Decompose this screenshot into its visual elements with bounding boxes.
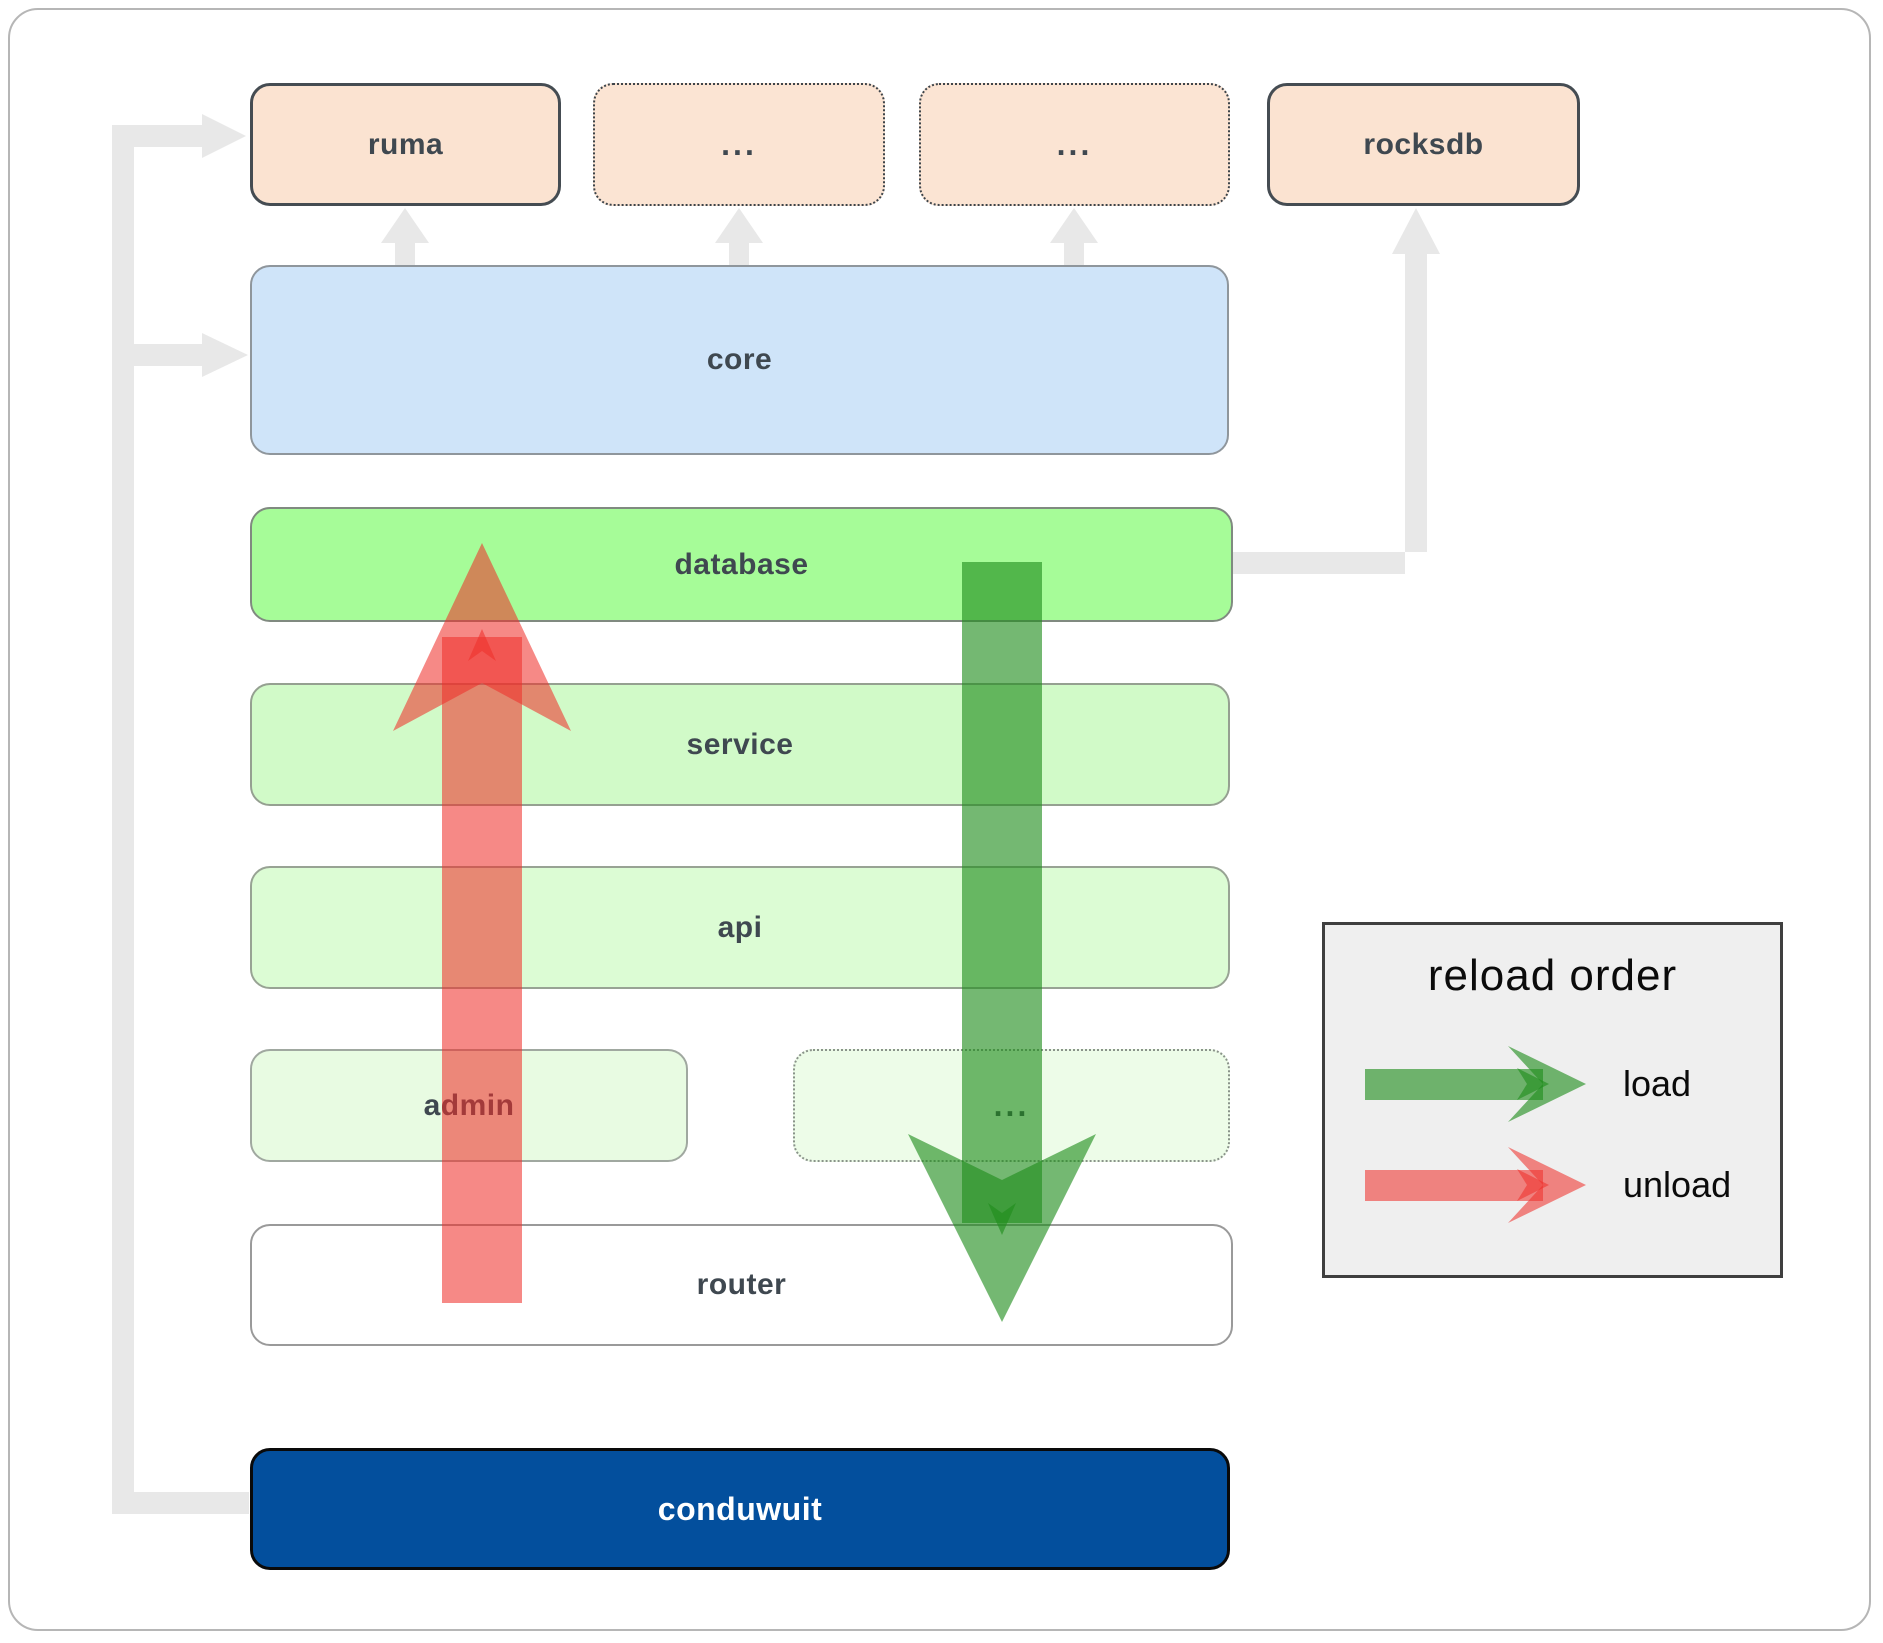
legend: reload order load unload <box>1322 922 1783 1278</box>
legend-label-load: load <box>1623 1063 1692 1104</box>
legend-label-unload: unload <box>1623 1164 1732 1205</box>
diagram-frame <box>8 8 1871 1631</box>
legend-load-arrow-icon <box>1365 1046 1586 1122</box>
legend-title: reload order <box>1427 951 1678 1000</box>
legend-unload-arrow-icon <box>1365 1147 1586 1223</box>
